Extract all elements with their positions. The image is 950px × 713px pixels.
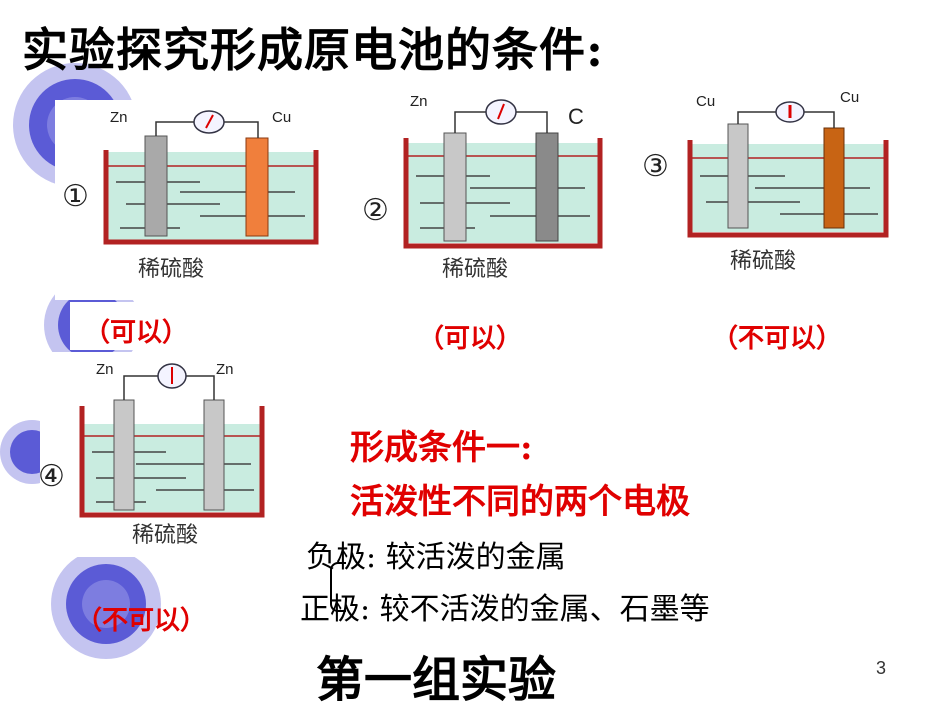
right-electrode-label: Cu (272, 109, 291, 126)
decor-circle-bottom (51, 549, 161, 659)
page-number: 3 (876, 658, 887, 678)
result-cell-3: （不可以） (712, 324, 843, 354)
cell-diagram-2: Zn C ② 稀硫酸 (362, 93, 603, 282)
cell-diagram-4: Zn Zn ④ 稀硫酸 (38, 361, 265, 548)
right-electrode-label: C (568, 104, 584, 129)
beaker (403, 138, 603, 249)
galvanometer-icon (775, 101, 805, 123)
right-electrode-label: Cu (840, 89, 859, 106)
result-bg-1 (70, 302, 230, 350)
left-electrode-label: Zn (96, 361, 114, 378)
left-electrode (443, 132, 467, 242)
left-electrode (727, 123, 749, 229)
solution-label: 稀硫酸 (442, 257, 508, 282)
beaker (103, 150, 319, 245)
galvanometer-icon (157, 363, 187, 389)
positive-pole-text: 正极: 较不活泼的金属、石墨等 (300, 592, 710, 627)
condition-heading: 形成条件一: (350, 428, 533, 468)
electrolyte-liquid (408, 143, 598, 243)
beaker (687, 140, 889, 238)
left-electrode-label: Cu (696, 93, 715, 110)
cell-number: ① (62, 179, 89, 214)
cell-number: ④ (38, 459, 65, 494)
right-electrode (823, 127, 845, 229)
galvanometer-icon (485, 99, 517, 125)
cell-number: ③ (642, 149, 669, 184)
left-electrode (144, 135, 168, 237)
electrolyte-liquid (84, 424, 260, 512)
right-electrode-label: Zn (216, 361, 234, 378)
footer-title: 第一组实验 (316, 652, 557, 708)
solution-label: 稀硫酸 (132, 523, 198, 548)
condition-statement: 活泼性不同的两个电极 (350, 482, 690, 522)
left-electrode (113, 399, 135, 511)
result-cell-4: （不可以） (76, 606, 207, 636)
pole-bracket (330, 562, 346, 612)
solution-label: 稀硫酸 (138, 257, 204, 282)
electrolyte-liquid (108, 152, 314, 240)
galvanometer-icon (193, 110, 225, 134)
cell-number: ② (362, 193, 389, 228)
result-cell-2: （可以） (418, 324, 523, 354)
result-cell-1: （可以） (84, 318, 189, 348)
cell-diagram-1: Zn Cu ① 稀硫酸 (62, 109, 319, 282)
beaker (79, 406, 265, 518)
solution-label: 稀硫酸 (730, 249, 796, 274)
left-electrode-label: Zn (110, 109, 128, 126)
right-electrode (203, 399, 225, 511)
cell-diagram-3: Cu Cu ③ 稀硫酸 (642, 89, 889, 274)
right-electrode (245, 137, 269, 237)
negative-pole-text: 负极: 较活泼的金属 (306, 540, 566, 575)
left-electrode-label: Zn (410, 93, 428, 110)
right-electrode (535, 132, 559, 242)
slide-title: 实验探究形成原电池的条件: (22, 23, 604, 77)
